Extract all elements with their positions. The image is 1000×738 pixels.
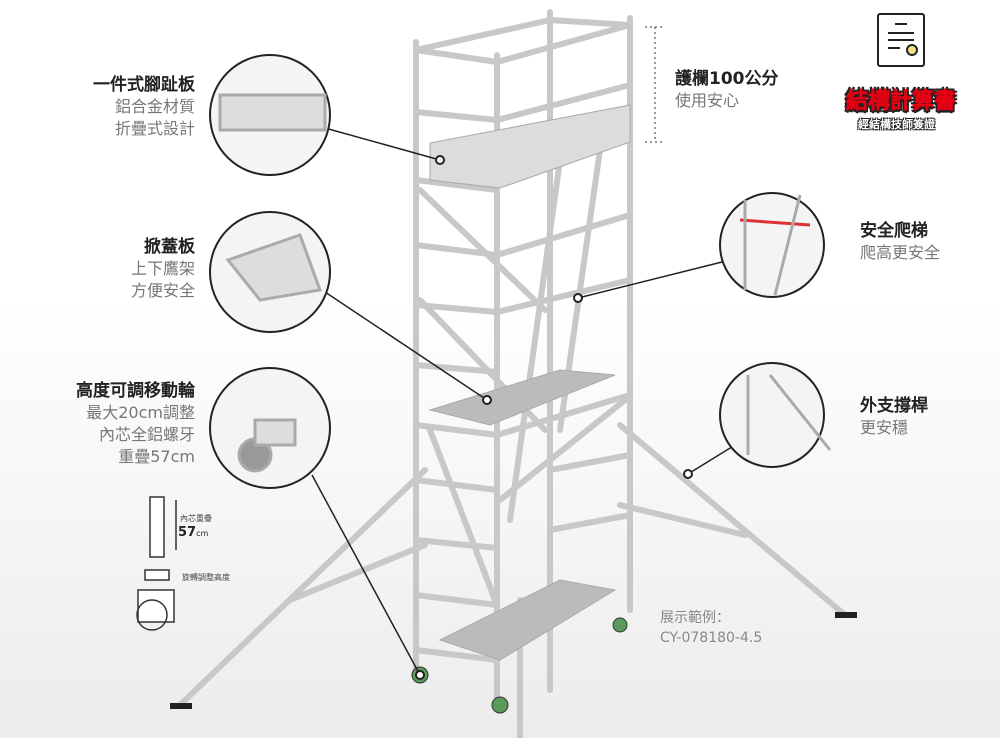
detail-outrigger xyxy=(719,362,825,468)
feature-line: 上下鷹架 xyxy=(130,259,195,278)
callout-dots xyxy=(415,155,693,680)
detail-contents xyxy=(218,93,832,473)
feature-line: 最大20cm調整 xyxy=(86,403,195,422)
feature-ladder: 安全爬梯 爬高更安全 xyxy=(860,220,940,264)
feature-guardrail: 護欄100公分 使用安心 xyxy=(675,68,779,112)
overlap-label: 內芯重疊 xyxy=(180,514,212,523)
feature-title: 一件式腳趾板 xyxy=(93,75,195,95)
caster-diagram xyxy=(136,496,177,631)
platforms xyxy=(428,104,631,661)
example-model: CY-078180-4.5 xyxy=(660,630,763,646)
feature-title: 護欄100公分 xyxy=(675,69,779,89)
guardrail-height-marker xyxy=(645,26,665,143)
feature-title: 安全爬梯 xyxy=(860,221,928,241)
feature-title: 掀蓋板 xyxy=(144,237,195,257)
feature-toeboard: 一件式腳趾板 鋁合金材質 折疊式設計 xyxy=(60,74,195,140)
feature-line: 重疊57cm xyxy=(118,447,195,466)
certificate-icon xyxy=(877,13,925,67)
foot-pads xyxy=(170,612,857,709)
badge-title: 結構計算書 xyxy=(846,89,957,115)
feature-line: 內芯全鋁螺牙 xyxy=(98,425,195,444)
feature-caster: 高度可調移動輪 最大20cm調整 內芯全鋁螺牙 重疊57cm xyxy=(30,380,195,468)
overlap-unit: cm xyxy=(196,529,209,538)
feature-line: 更安穩 xyxy=(860,418,909,437)
rotate-label: 旋轉調整高度 xyxy=(182,573,230,582)
detail-ladder xyxy=(719,192,825,298)
feature-outrigger: 外支撐桿 更安穩 xyxy=(860,395,928,439)
overlap-number: 57 xyxy=(178,525,197,540)
overlap-value: 57cm xyxy=(178,525,208,540)
feature-line: 方便安全 xyxy=(130,281,195,300)
feature-title: 外支撐桿 xyxy=(860,396,928,416)
feature-line: 爬高更安全 xyxy=(860,243,941,262)
badge-subtitle: 經結構技師簽證 xyxy=(858,118,935,131)
feature-line: 使用安心 xyxy=(675,91,740,110)
feature-hatch: 掀蓋板 上下鷹架 方便安全 xyxy=(60,236,195,302)
example-caption: 展示範例： CY-078180-4.5 xyxy=(660,608,762,648)
feature-line: 鋁合金材質 xyxy=(114,97,195,116)
feature-title: 高度可調移動輪 xyxy=(76,381,195,401)
example-label: 展示範例： xyxy=(660,610,730,626)
feature-line: 折疊式設計 xyxy=(114,119,195,138)
callout-lines xyxy=(311,127,736,676)
